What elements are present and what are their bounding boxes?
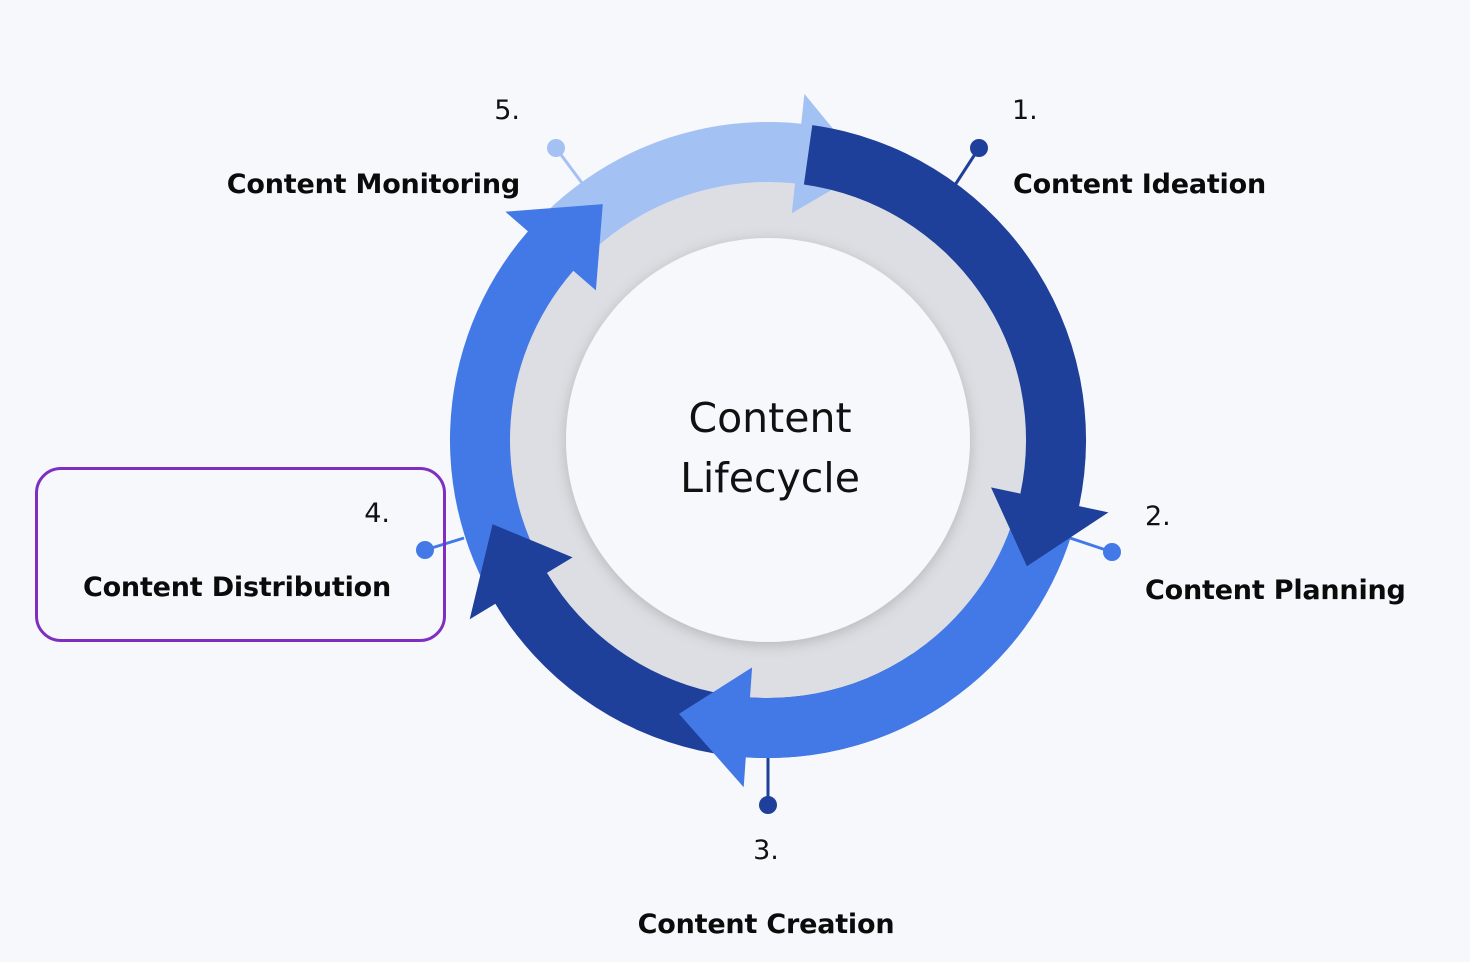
step-1-number: 1. — [1012, 95, 1038, 126]
step-5-number: 5. — [494, 95, 520, 126]
step-4-label: Content Distribution — [82, 572, 391, 603]
step-2-label: Content Planning — [1145, 575, 1406, 606]
center-title-line1: Content — [688, 394, 852, 442]
center-title-line2: Lifecycle — [680, 454, 860, 502]
step-4-highlight-frame — [35, 467, 446, 642]
step-1-label: Content Ideation — [1013, 169, 1266, 200]
step-3-label: Content Creation — [637, 909, 895, 940]
connector-dot-3 — [759, 796, 777, 814]
arrow-segment-5 — [467, 93, 867, 357]
center-disc — [566, 238, 970, 642]
inner-ring — [509, 181, 1027, 699]
arrow-segment-1 — [803, 125, 1109, 567]
step-5-label: Content Monitoring — [226, 169, 520, 200]
connector-dot-5 — [547, 139, 565, 157]
connector-dot-4 — [416, 541, 434, 559]
connector-dot-2 — [1103, 543, 1121, 561]
arrow-segment-2 — [679, 515, 1073, 788]
connector-dot-1 — [970, 139, 988, 157]
arrow-segment-4 — [449, 204, 603, 632]
step-3-number: 3. — [753, 835, 779, 866]
center-title: Content Lifecycle — [620, 388, 920, 508]
step-2-number: 2. — [1145, 501, 1171, 532]
step-4-number: 4. — [364, 498, 390, 529]
